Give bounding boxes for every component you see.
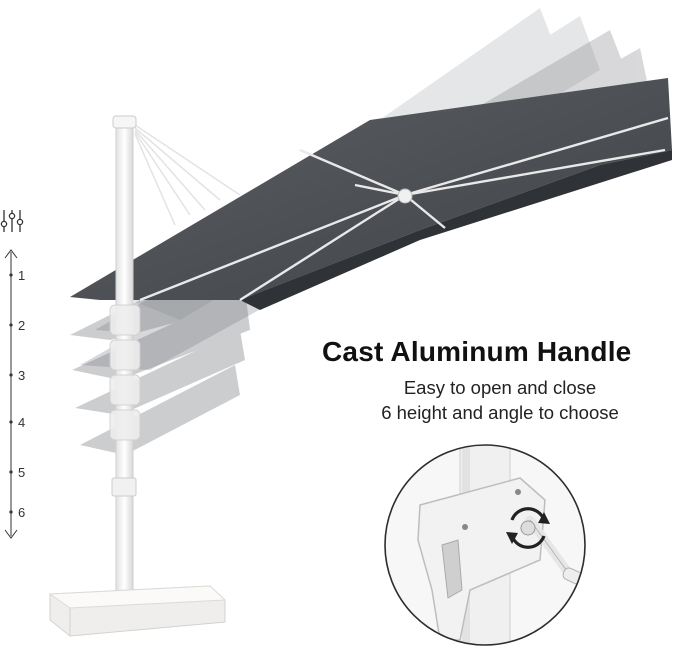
umbrella-canopy [70, 78, 672, 310]
sliders-icon [0, 210, 24, 232]
height-level-6: 6 [18, 505, 26, 520]
feature-line-1: Easy to open and close [403, 377, 597, 398]
height-level-2: 2 [18, 318, 26, 333]
height-level-4: 4 [18, 415, 26, 430]
height-level-3: 3 [18, 368, 26, 383]
feature-line-2: 6 height and angle to choose [381, 402, 619, 423]
support-cables [134, 124, 241, 226]
headline: Cast Aluminum Handle [322, 336, 632, 367]
umbrella-pole [109, 115, 141, 599]
handle-closeup [384, 444, 586, 646]
weighted-base [48, 585, 227, 637]
height-adjust-scale [0, 210, 24, 539]
height-level-1: 1 [18, 268, 26, 283]
rotate-arrows-icon [506, 507, 550, 549]
height-level-5: 5 [18, 465, 26, 480]
